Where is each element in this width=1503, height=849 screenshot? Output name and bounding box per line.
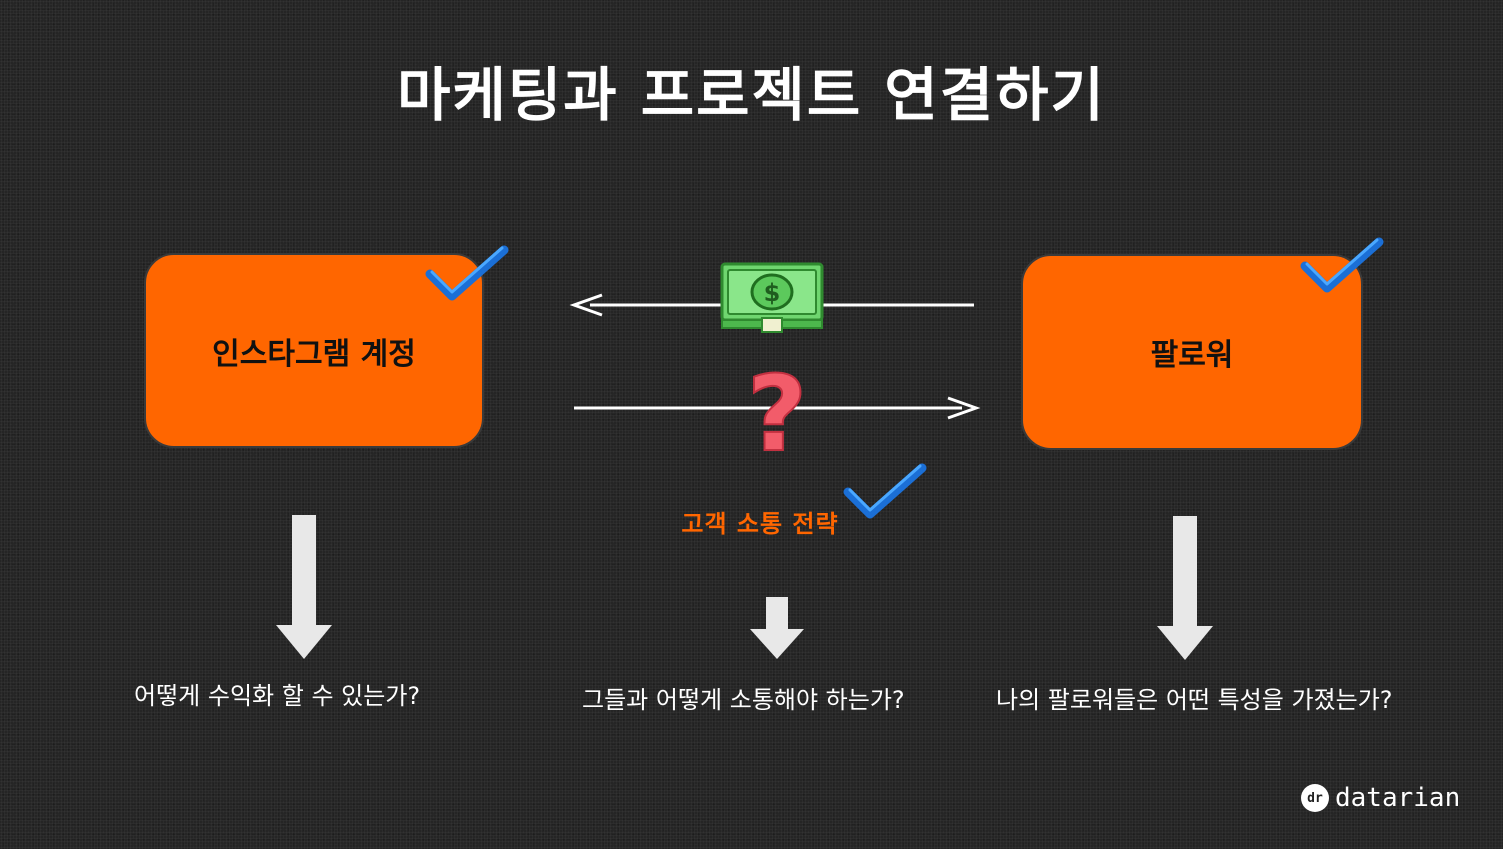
datarian-logo: dr datarian xyxy=(1301,783,1460,813)
arrow-icon xyxy=(1157,516,1213,660)
arrow-icon xyxy=(276,515,332,659)
question-center: 그들과 어떻게 소통해야 하는가? xyxy=(582,686,905,714)
check-icon xyxy=(425,245,509,301)
followers-label: 팔로워 xyxy=(1150,338,1234,373)
question-mark: ? xyxy=(747,353,807,475)
logo-mark: dr xyxy=(1301,784,1329,812)
followers-box: 팔로워 xyxy=(1021,254,1363,450)
arrow-icon xyxy=(750,597,804,659)
instagram-account-label: 인스타그램 계정 xyxy=(212,336,416,372)
question-left: 어떻게 수익화 할 수 있는가? xyxy=(134,682,421,710)
check-icon xyxy=(1300,237,1384,293)
question-right: 나의 팔로워들은 어떤 특성을 가졌는가? xyxy=(996,686,1393,714)
money-symbol: $ xyxy=(764,279,781,307)
instagram-account-box: 인스타그램 계정 xyxy=(144,253,484,448)
check-icon xyxy=(843,463,927,519)
logo-text: datarian xyxy=(1335,783,1461,813)
question-icon: ? xyxy=(746,352,808,476)
strategy-label: 고객 소통 전략 xyxy=(681,510,839,538)
arrow-icon xyxy=(574,396,981,420)
money-icon: $ xyxy=(720,262,824,333)
page-title: 마케팅과 프로젝트 연결하기 xyxy=(397,61,1106,129)
